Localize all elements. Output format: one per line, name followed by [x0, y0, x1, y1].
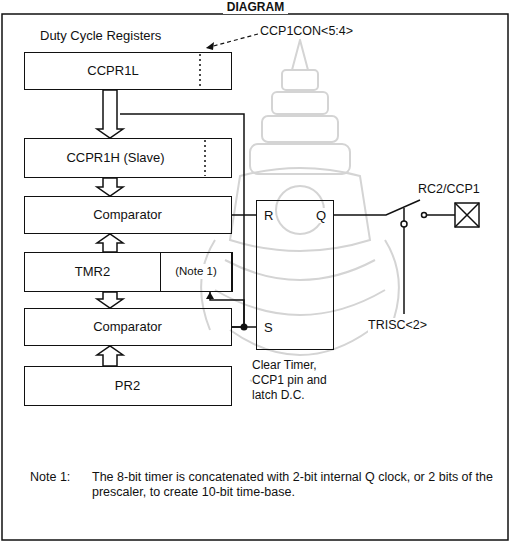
- connector: [206, 292, 244, 327]
- connector: [97, 90, 123, 138]
- node-text: Q: [315, 208, 327, 223]
- diagram-title: DIAGRAM: [0, 0, 511, 15]
- node-text: R: [263, 208, 274, 223]
- block-arrow: [97, 292, 123, 308]
- signal-name: TRISC<2>: [368, 318, 427, 333]
- register-group-label: Duty Cycle Registers: [40, 28, 161, 43]
- comparator-box: Comparator: [24, 308, 232, 346]
- leader-arrow: [206, 42, 214, 50]
- bit-field-label: CCP1CON<5:4>: [260, 24, 353, 39]
- node-text: TMR2: [74, 264, 111, 279]
- note-text: The 8-bit timer is concatenated with 2-b…: [92, 470, 497, 500]
- node-text: Comparator: [92, 207, 163, 222]
- wire: [232, 214, 256, 216]
- pin-symbol: [455, 203, 479, 227]
- connector: [97, 234, 123, 252]
- block-arrow: [97, 90, 123, 138]
- block-arrow: [97, 234, 123, 252]
- node-text: Comparator: [92, 319, 163, 334]
- block-arrow: [97, 178, 123, 196]
- connector: [97, 292, 123, 308]
- node-text: PR2: [114, 378, 141, 393]
- emblem-watermark: [201, 40, 399, 395]
- register-box: CCPR1H (Slave): [24, 138, 232, 178]
- title-text: DIAGRAM: [223, 0, 288, 14]
- bit-divider: [199, 54, 201, 88]
- block-arrow: [97, 346, 123, 366]
- register-box: PR2: [24, 366, 232, 406]
- connector: [97, 178, 123, 196]
- wire: [210, 292, 244, 327]
- connector: [97, 346, 123, 366]
- bit-divider: [204, 140, 206, 176]
- register-box: CCPR1L: [24, 52, 232, 90]
- timer-box: TMR2 (Note 1): [24, 252, 232, 292]
- note-box: (Note 1): [160, 252, 233, 292]
- frame: [2, 14, 508, 540]
- signal-note: Clear Timer, CCP1 pin and latch D.C.: [252, 358, 352, 403]
- node-text: S: [263, 320, 274, 335]
- output-switch: [334, 200, 455, 314]
- arrow-head: [206, 292, 214, 299]
- node-text: (Note 1): [174, 264, 218, 279]
- connector: [232, 215, 256, 216]
- pin-name: RC2/CCP1: [418, 182, 480, 197]
- leader-line: [206, 34, 258, 48]
- sr-latch: R Q S: [256, 200, 334, 350]
- note-number: Note 1:: [30, 470, 70, 485]
- node-text: CCPR1L: [86, 63, 139, 78]
- node-text: CCPR1H (Slave): [65, 150, 165, 165]
- comparator-box: Comparator: [24, 196, 232, 234]
